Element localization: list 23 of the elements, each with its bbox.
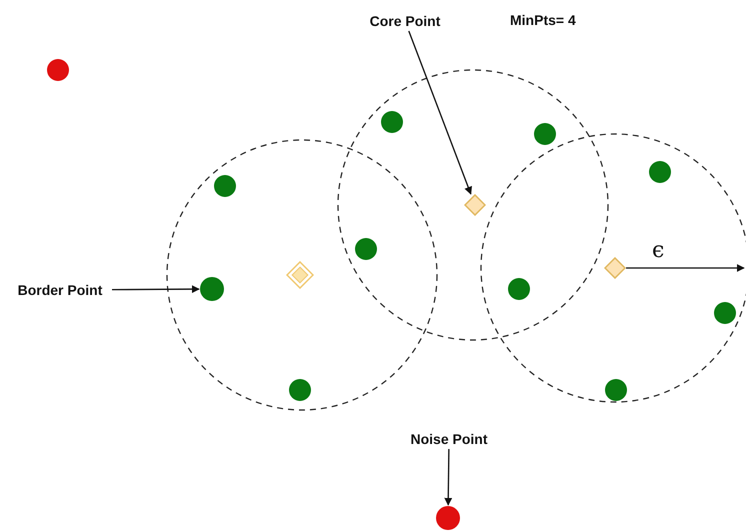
point-label: Noise Point [410,431,488,447]
data-point [533,122,557,146]
data-point [288,378,312,402]
data-point [648,160,672,184]
core-point-marker [604,257,626,279]
data-point [199,276,225,302]
arrow [408,30,472,195]
data-point [354,237,378,261]
center-marker [286,261,314,289]
data-point [46,58,70,82]
data-point [604,378,628,402]
data-point [507,277,531,301]
point-label: Core Point [370,13,440,29]
core-point-marker [464,194,486,216]
parameter-label: MinPts= 4 [510,12,576,28]
data-point [213,174,237,198]
data-point [713,301,737,325]
arrow [444,449,452,506]
arrow [112,285,200,294]
data-point [435,505,461,531]
point-label: Border Point [18,282,102,298]
data-point [380,110,404,134]
epsilon-label: ϵ [652,238,664,263]
